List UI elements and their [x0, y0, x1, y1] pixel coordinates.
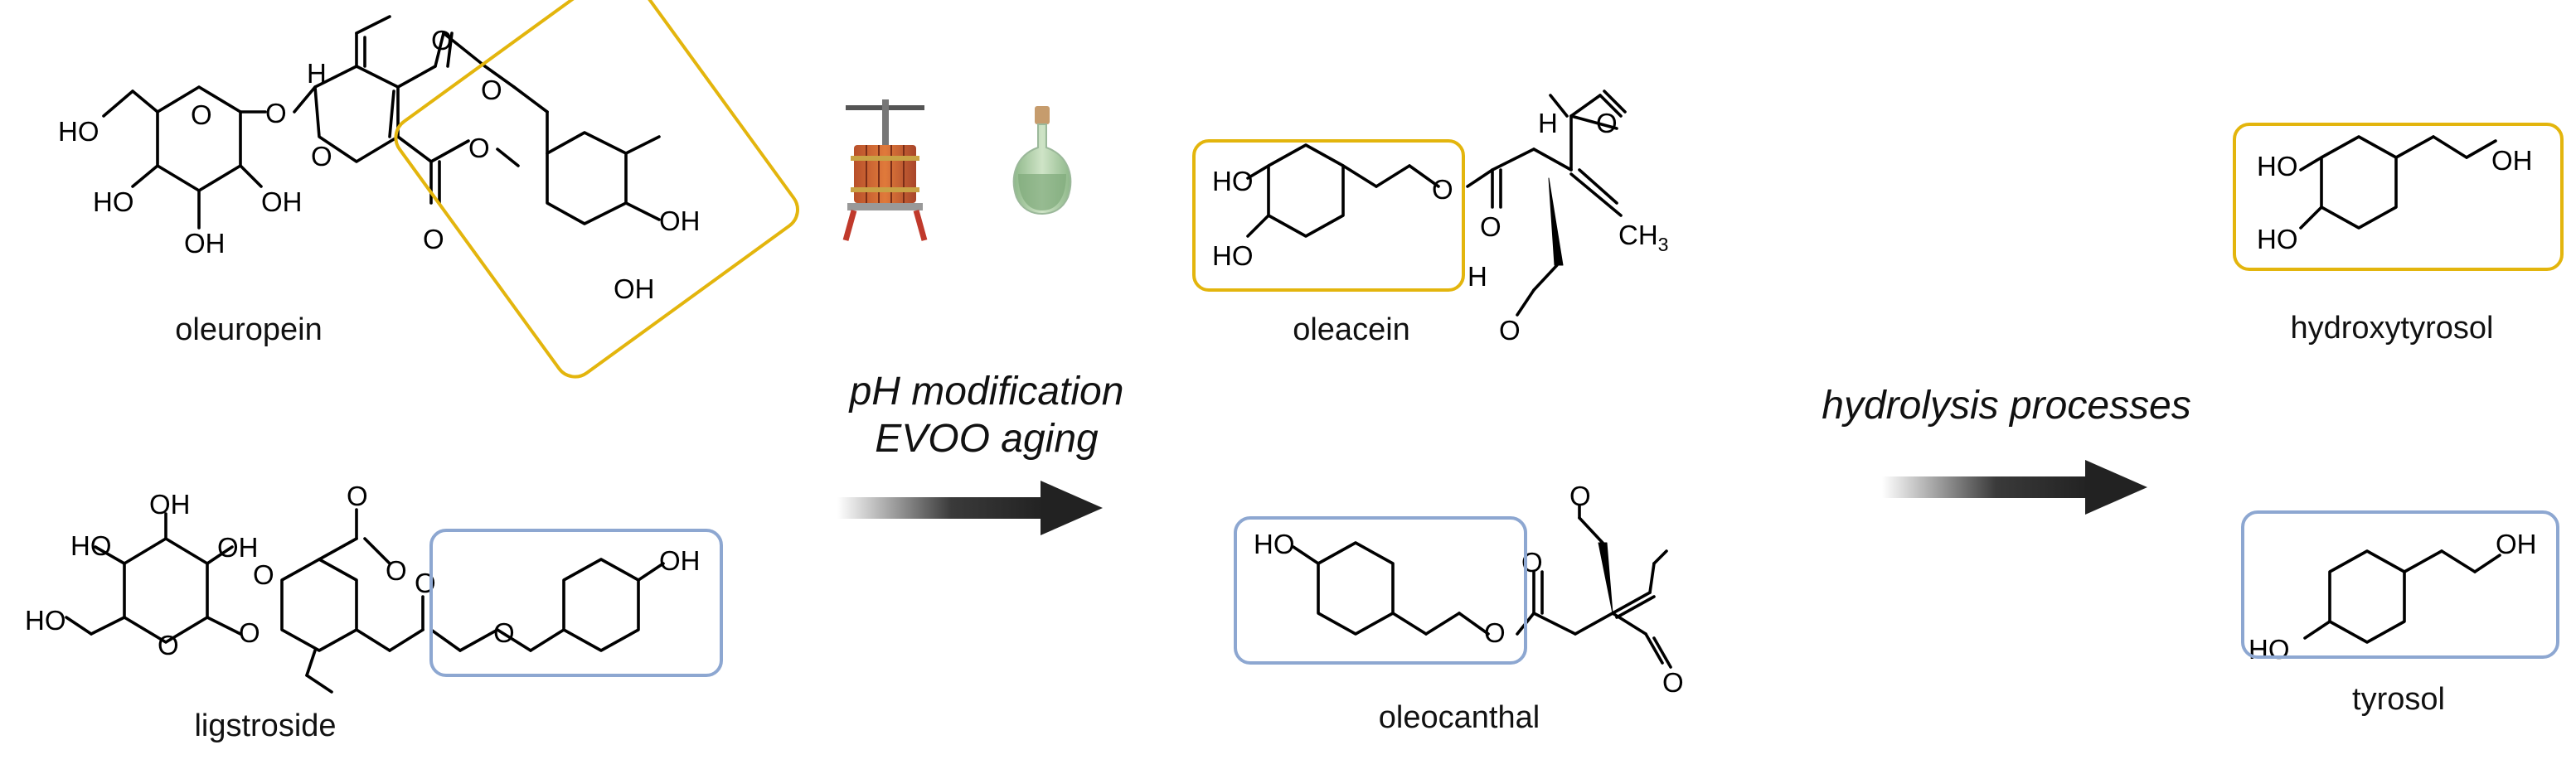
- hydroxytyrosol-moiety-highlight: [394, 0, 799, 379]
- atom-o: O: [468, 133, 490, 163]
- reaction-arrow-2: [1882, 460, 2147, 515]
- step-1-line1: pH modification: [848, 370, 1124, 414]
- tyrosol-moiety-highlight: [1234, 516, 1527, 665]
- atom-o: O: [493, 617, 515, 648]
- label-oleocanthal: oleocanthal: [1379, 700, 1540, 735]
- atom-o: O: [423, 224, 444, 254]
- atom-oh: OH: [614, 273, 655, 304]
- oleacein-structure: [1246, 89, 1627, 317]
- atom-o: O: [481, 75, 502, 105]
- atom-oh: OH: [2496, 529, 2537, 559]
- atom-o: O: [1499, 315, 1521, 346]
- atom-oh: OH: [2491, 145, 2533, 176]
- hydroxytyrosol-structure: [2299, 135, 2497, 230]
- atom-ho: HO: [2257, 151, 2298, 181]
- step-1-line2: EVOO aging: [875, 417, 1099, 461]
- atom-oh: OH: [184, 228, 226, 259]
- reaction-arrow-1: [837, 481, 1103, 535]
- atom-o: O: [1662, 667, 1684, 698]
- label-tyrosol: tyrosol: [2352, 682, 2445, 717]
- atom-o: O: [253, 559, 274, 590]
- atom-oh: OH: [261, 186, 303, 217]
- olive-press-icon: [842, 99, 928, 241]
- atom-ho: HO: [93, 186, 134, 217]
- atom-o: O: [1480, 211, 1501, 242]
- ligstroside-structure: [65, 508, 665, 694]
- atom-o: O: [1569, 481, 1591, 511]
- atom-o: O: [1432, 174, 1453, 205]
- oleocanthal-structure: [1292, 504, 1672, 669]
- atom-o: O: [347, 481, 368, 511]
- atom-o: O: [239, 617, 260, 648]
- atom-o: O: [1596, 108, 1618, 138]
- oil-bottle-icon: [1012, 106, 1072, 215]
- atom-ho: HO: [58, 116, 99, 147]
- atom-ho: HO: [2257, 224, 2298, 254]
- atom-o: O: [265, 98, 287, 128]
- atom-ho: HO: [1212, 240, 1254, 271]
- label-hydroxytyrosol: hydroxytyrosol: [2291, 311, 2494, 346]
- atom-o: O: [386, 555, 407, 586]
- atom-h: H: [1538, 108, 1558, 138]
- tyrosol-moiety-highlight: [429, 529, 723, 677]
- atom-oh: OH: [149, 489, 191, 520]
- atom-oh: OH: [659, 206, 701, 236]
- step-2-label: hydrolysis processes: [1822, 384, 2191, 428]
- atom-ho: HO: [1212, 166, 1254, 196]
- atom-oh: OH: [659, 545, 701, 576]
- atom-o: O: [311, 141, 332, 172]
- atom-ch3: CH3: [1618, 220, 1668, 255]
- atom-h: H: [1467, 261, 1487, 292]
- label-oleacein: oleacein: [1293, 312, 1410, 347]
- tyrosol-highlight: [2241, 510, 2559, 659]
- hydroxytyrosol-moiety-highlight: [1192, 139, 1465, 292]
- atom-oh: OH: [217, 532, 259, 563]
- hydroxytyrosol-highlight: [2233, 123, 2564, 271]
- atom-o: O: [158, 630, 179, 660]
- atom-ho: HO: [70, 530, 112, 561]
- atom-ho: HO: [1254, 529, 1295, 559]
- atom-ho: HO: [25, 605, 66, 636]
- atom-o: O: [191, 99, 212, 130]
- atom-o: O: [1484, 617, 1506, 648]
- label-ligstroside: ligstroside: [194, 709, 336, 743]
- oleuropein-structure: [102, 15, 661, 230]
- atom-h: H: [307, 58, 327, 89]
- tyrosol-structure: [2303, 549, 2501, 644]
- atom-o: O: [431, 25, 453, 56]
- atom-ho: HO: [2249, 634, 2290, 665]
- label-oleuropein: oleuropein: [175, 312, 322, 347]
